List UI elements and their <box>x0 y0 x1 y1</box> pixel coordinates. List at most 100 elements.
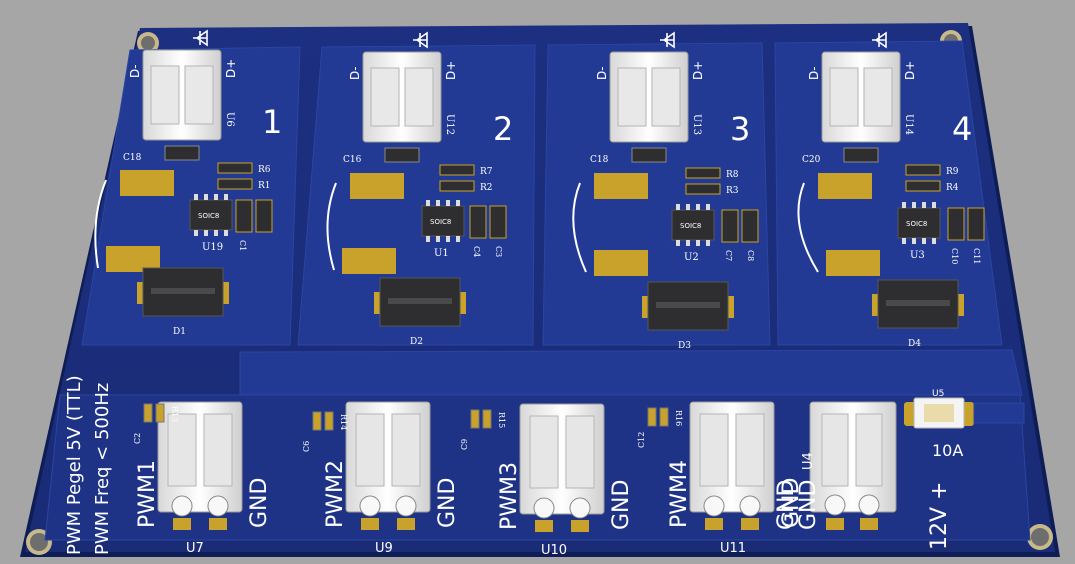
capacitor <box>312 411 322 431</box>
resistor <box>217 162 253 174</box>
ground-label: GND <box>609 480 634 530</box>
chip-pin <box>686 204 690 210</box>
diode-marking <box>656 302 720 308</box>
input-ref: U11 <box>720 541 746 556</box>
screw-terminal <box>395 495 417 517</box>
connector-minus-label: D- <box>807 66 821 80</box>
res-ref: R14 <box>339 414 348 430</box>
cap3-ref: C3 <box>494 246 503 257</box>
connector-plus-label: D+ <box>903 61 917 80</box>
channel-number: 3 <box>730 110 750 148</box>
chip-ref: U1 <box>434 248 449 259</box>
connector-minus-label: D- <box>348 66 362 80</box>
diode-ref: D3 <box>678 341 691 351</box>
chip-pin <box>706 204 710 210</box>
silk-outline <box>94 179 107 269</box>
screw-terminal <box>171 495 193 517</box>
diode-ref: D2 <box>410 337 423 347</box>
silk-outline <box>572 182 587 273</box>
input-ref: U7 <box>186 541 204 556</box>
diode-marking <box>388 298 452 304</box>
capacitor <box>384 147 420 163</box>
solder-pad <box>705 518 723 530</box>
chip-pin <box>446 236 450 242</box>
screw-terminal <box>703 495 725 517</box>
diode-ref: D4 <box>908 339 921 349</box>
chip-pin <box>676 240 680 246</box>
capacitor <box>967 207 985 241</box>
capacitor <box>631 147 667 163</box>
mounting-holes <box>26 30 1053 555</box>
connector-minus-label: D- <box>595 66 609 80</box>
solder-pad <box>535 520 553 532</box>
diode-symbol-icon <box>193 29 208 47</box>
connector-slot <box>391 413 421 487</box>
solder-pad <box>173 518 191 530</box>
connector-slot <box>370 67 400 127</box>
capacitor <box>470 409 480 429</box>
power-pad <box>594 173 648 199</box>
chip-pin <box>902 202 906 208</box>
resistor <box>482 409 492 429</box>
connector-slot <box>150 65 180 125</box>
chip-pin <box>426 200 430 206</box>
cap3-ref: C8 <box>746 250 755 261</box>
fuse <box>904 397 1025 429</box>
chip-pin <box>932 238 936 244</box>
cap2-ref: C10 <box>950 248 959 264</box>
screw-terminal <box>533 497 555 519</box>
diode-symbol-icon <box>872 31 887 49</box>
cap-ref: C18 <box>590 155 609 165</box>
chip-pin <box>922 238 926 244</box>
resistor-ref-top: R6 <box>258 165 271 175</box>
note-line-2: PWM Freq < 500Hz <box>92 383 113 555</box>
chip-pin <box>922 202 926 208</box>
chip-ref: U2 <box>684 252 699 263</box>
channel-number: 1 <box>262 103 282 141</box>
chip-pin <box>686 240 690 246</box>
capacitor <box>469 205 487 239</box>
chip-pin <box>436 236 440 242</box>
power-pad <box>594 250 648 276</box>
screw-terminal <box>207 495 229 517</box>
res-ref: R16 <box>674 410 683 426</box>
screw-terminal <box>739 495 761 517</box>
cap-ref: C16 <box>343 155 362 165</box>
power-pad <box>826 250 880 276</box>
chip-pin <box>436 200 440 206</box>
chip-pin <box>456 236 460 242</box>
connector-plus-label: D+ <box>444 61 458 80</box>
signal-label: PWM4 <box>667 460 692 528</box>
cap3-ref: C11 <box>972 248 981 264</box>
connector-slot <box>167 413 197 487</box>
connector-ref: U13 <box>691 114 702 135</box>
diode-marking <box>886 300 950 306</box>
resistor <box>685 167 721 179</box>
chip-pin <box>204 194 208 200</box>
diode-symbol-icon <box>413 31 428 49</box>
channel-number: 4 <box>952 110 972 148</box>
res-ref: R13 <box>170 406 179 422</box>
cap-ref: C6 <box>302 441 311 452</box>
fuse-rating: 10A <box>932 441 963 460</box>
chip-pin <box>912 202 916 208</box>
fuse-ref: U5 <box>932 389 944 399</box>
signal-label: PWM1 <box>135 460 160 528</box>
chip-pin <box>696 204 700 210</box>
chip-pin <box>676 204 680 210</box>
chip-marking: SOIC8 <box>680 222 701 230</box>
input-ref: U9 <box>375 541 393 556</box>
connector-slot <box>355 413 385 487</box>
ground-label: GND <box>779 478 804 528</box>
ground-label: GND <box>435 478 460 528</box>
ground-label: GND <box>247 478 272 528</box>
diode-marking <box>151 288 215 294</box>
resistor <box>217 178 253 190</box>
connector-slot <box>651 67 681 127</box>
